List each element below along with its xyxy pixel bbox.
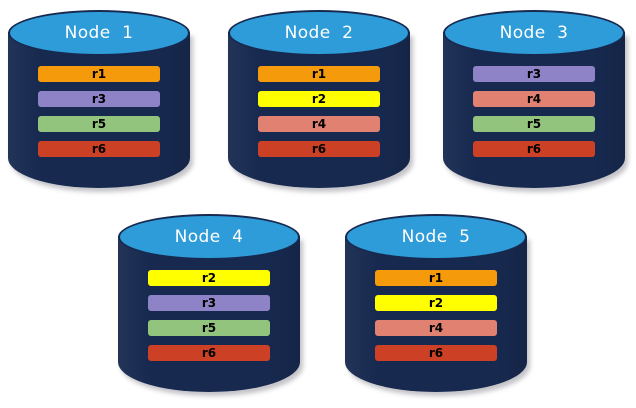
- node-top-disk: [443, 10, 625, 56]
- replica-bar[interactable]: r2: [375, 295, 497, 311]
- replica-bar[interactable]: r3: [473, 66, 595, 82]
- node-top-disk: [228, 10, 410, 56]
- node-label: Node 2: [284, 23, 354, 43]
- replica-bar[interactable]: r4: [258, 116, 380, 132]
- replica-list: r1 r2 r4 r6: [258, 66, 380, 157]
- replica-bar[interactable]: r1: [375, 270, 497, 286]
- replica-bar[interactable]: r3: [148, 295, 270, 311]
- node-label: Node 5: [401, 227, 471, 247]
- replica-bar[interactable]: r5: [38, 116, 160, 132]
- node-body: [8, 32, 190, 188]
- node-body: [228, 32, 410, 188]
- replica-bar[interactable]: r6: [375, 345, 497, 361]
- replica-list: r1 r3 r5 r6: [38, 66, 160, 157]
- replica-list: r2 r3 r5 r6: [148, 270, 270, 361]
- replica-bar[interactable]: r5: [473, 116, 595, 132]
- node-top-disk: [118, 214, 300, 260]
- node-cylinder-2[interactable]: Node 2 r1 r2 r4 r6: [228, 10, 410, 196]
- replica-bar[interactable]: r1: [258, 66, 380, 82]
- node-cylinder-4[interactable]: Node 4 r2 r3 r5 r6: [118, 214, 300, 400]
- replica-bar[interactable]: r4: [375, 320, 497, 336]
- node-label: Node 1: [64, 23, 134, 43]
- replica-bar[interactable]: r4: [473, 91, 595, 107]
- replica-bar[interactable]: r2: [258, 91, 380, 107]
- replica-bar[interactable]: r3: [38, 91, 160, 107]
- replica-bar[interactable]: r6: [148, 345, 270, 361]
- replica-bar[interactable]: r2: [148, 270, 270, 286]
- replica-bar[interactable]: r1: [38, 66, 160, 82]
- node-body: [118, 236, 300, 392]
- replica-bar[interactable]: r6: [38, 141, 160, 157]
- node-cylinder-3[interactable]: Node 3 r3 r4 r5 r6: [443, 10, 625, 196]
- replica-bar[interactable]: r6: [258, 141, 380, 157]
- node-cylinder-5[interactable]: Node 5 r1 r2 r4 r6: [345, 214, 527, 400]
- node-top-disk: [8, 10, 190, 56]
- replica-list: r3 r4 r5 r6: [473, 66, 595, 157]
- node-body: [345, 236, 527, 392]
- replica-bar[interactable]: r5: [148, 320, 270, 336]
- node-cylinder-1[interactable]: Node 1 r1 r3 r5 r6: [8, 10, 190, 196]
- replica-bar[interactable]: r6: [473, 141, 595, 157]
- node-top-disk: [345, 214, 527, 260]
- node-label: Node 3: [499, 23, 569, 43]
- node-body: [443, 32, 625, 188]
- node-label: Node 4: [174, 227, 244, 247]
- replica-list: r1 r2 r4 r6: [375, 270, 497, 361]
